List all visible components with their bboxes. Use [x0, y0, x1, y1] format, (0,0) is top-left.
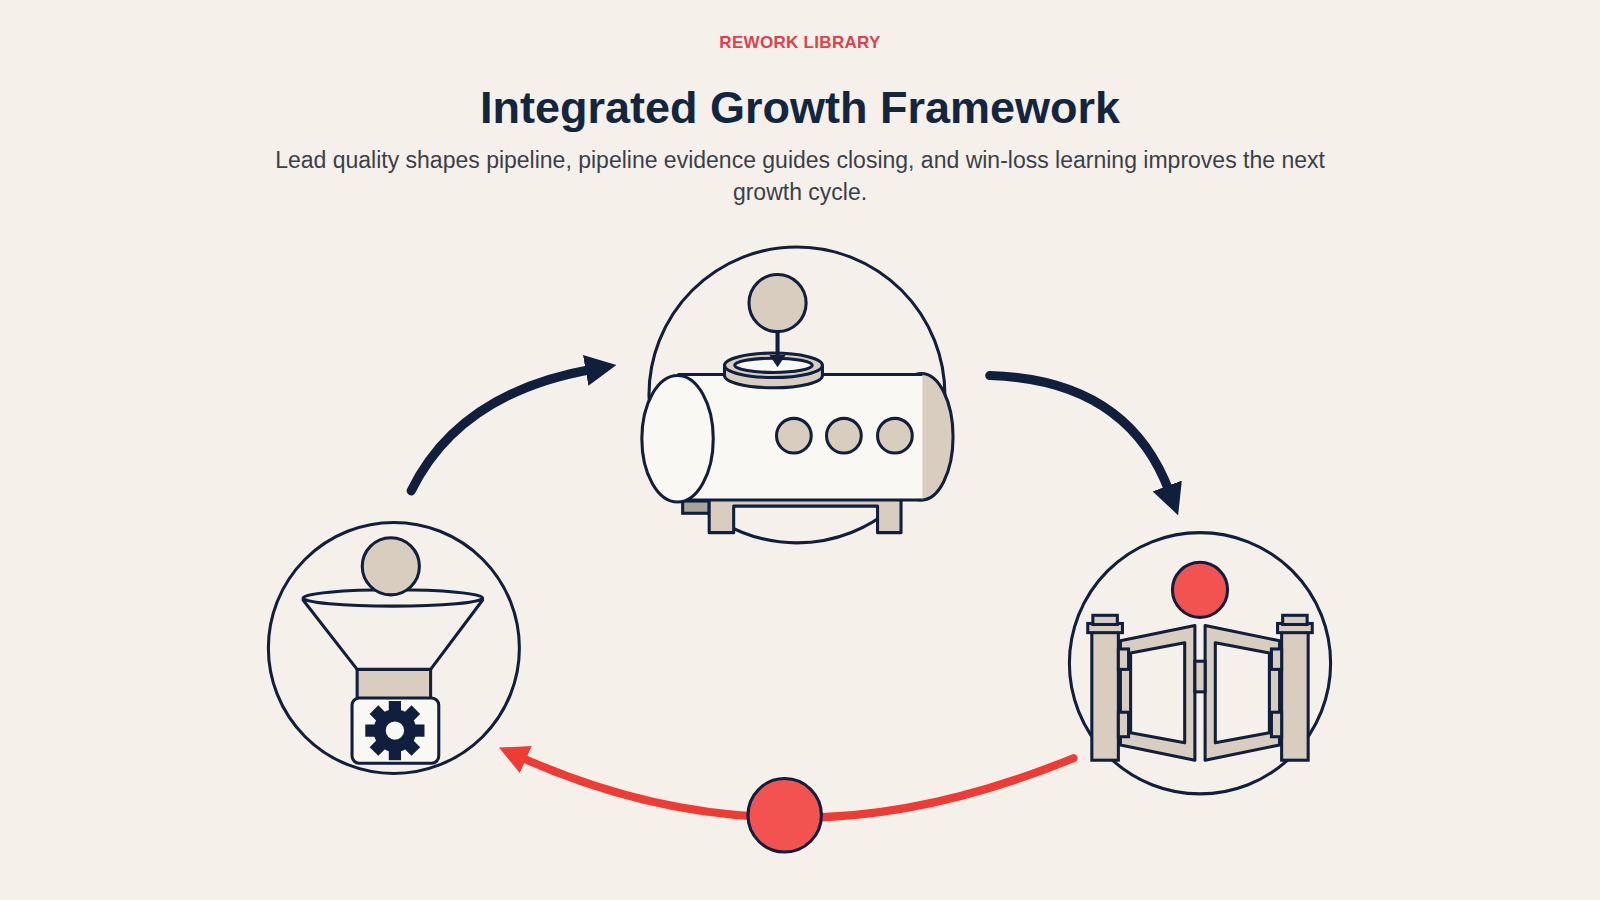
tank-port: [878, 418, 913, 453]
tank-hatch-top: [724, 353, 822, 377]
gate-hinge: [1118, 712, 1128, 736]
gear-tooth: [412, 724, 424, 736]
gate-cap: [1283, 615, 1307, 624]
icon-circle: [1069, 533, 1330, 794]
gate-latch: [1195, 661, 1205, 692]
gear-tooth: [370, 739, 387, 756]
gate-door: [1205, 626, 1279, 761]
diagram-title: Integrated Growth Framework: [480, 82, 1120, 133]
gate-hinge: [1271, 649, 1281, 669]
kicker-label-row: REWORK LIBRARY: [0, 33, 1600, 53]
icon-circle: [268, 522, 519, 773]
diagram-caption: Lead quality shapes pipeline, pipeline e…: [240, 144, 1360, 208]
gear-symbol: [365, 701, 424, 760]
tank-edge: [678, 498, 923, 501]
gear-tooth: [403, 705, 420, 722]
gate-cap: [1093, 615, 1117, 624]
gate-hinge: [1118, 649, 1128, 669]
funnel-cone: [303, 600, 483, 669]
gate-post: [1092, 631, 1119, 761]
drop-arrow-head: [769, 355, 785, 367]
diagram-caption-row: Lead quality shapes pipeline, pipeline e…: [0, 144, 1600, 208]
gear-tooth: [365, 724, 377, 736]
cycle-arrow: [990, 376, 1170, 492]
tank-port: [827, 418, 862, 453]
gate-post: [1282, 631, 1309, 761]
gate-door: [1120, 626, 1194, 761]
gate-hinge: [1271, 712, 1281, 736]
tank-port: [777, 418, 812, 453]
lead-head: [749, 274, 806, 331]
gear-tooth: [389, 701, 401, 713]
pipeline-icon: [642, 247, 953, 543]
kicker-label: REWORK LIBRARY: [719, 33, 880, 52]
machine-box: [352, 698, 439, 763]
lead-head: [362, 538, 419, 595]
cycle-arrow: [411, 369, 592, 490]
closing-icon: [1069, 533, 1330, 794]
gear-tooth: [370, 705, 387, 722]
gear-hole: [386, 721, 404, 739]
deal-ball: [1172, 562, 1227, 617]
funnel-icon: [268, 522, 519, 773]
diagram-title-row: Integrated Growth Framework: [0, 82, 1600, 134]
gear-tooth: [403, 739, 420, 756]
tank-nozzle: [683, 501, 710, 513]
cycle-dot: [748, 779, 821, 852]
gear-tooth: [389, 748, 401, 760]
tank-front: [642, 376, 713, 503]
